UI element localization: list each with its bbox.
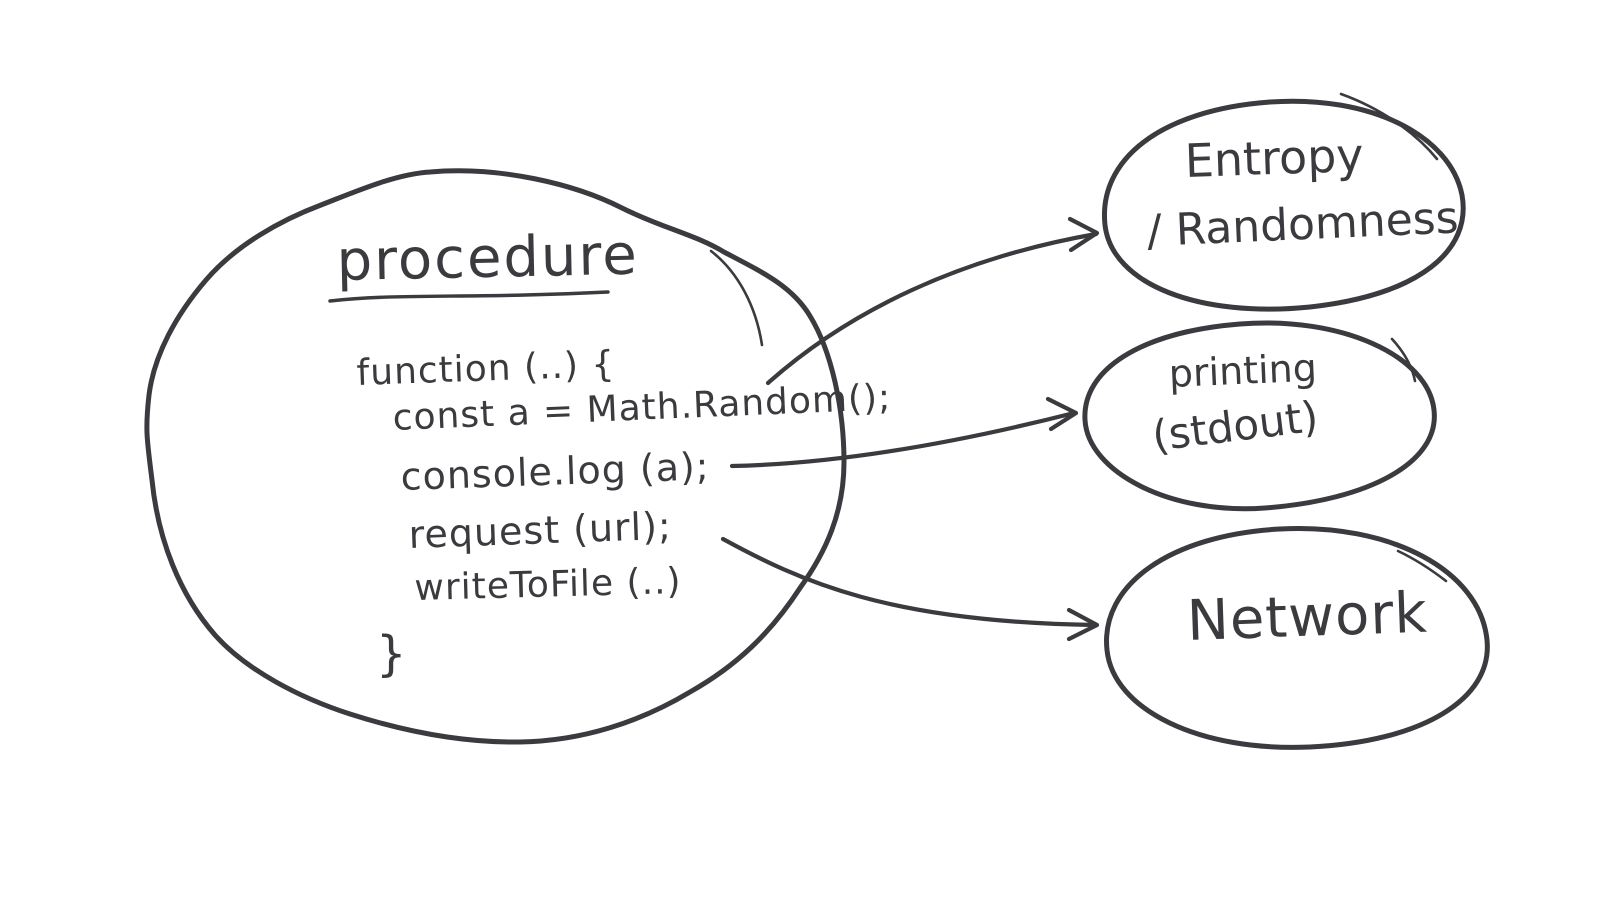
code-line-request-url: request (url); (407, 503, 673, 557)
procedure-blob-outline (144, 168, 847, 745)
entropy-node-label-line1: Entropy (1183, 127, 1365, 188)
network-node-label: Network (1185, 580, 1429, 654)
arrow-to-printing-shaft (729, 410, 1077, 469)
printing-ellipse-outline (1082, 320, 1437, 512)
printing-node-label-line1: printing (1167, 345, 1318, 396)
arrow-to-network-shaft (720, 536, 1098, 628)
arrow-to-printing-head (1045, 396, 1079, 432)
entropy-node-label-line2: / Randomness (1145, 192, 1460, 257)
code-line-function-open: function (..) { (355, 343, 616, 394)
arrow-to-entropy-head (1067, 216, 1100, 253)
entropy-ellipse-outline (1101, 98, 1466, 312)
procedure-blob-overshoot-stroke (709, 249, 764, 347)
code-line-write-to-file: writeToFile (..) (413, 561, 682, 609)
arrow-to-network-head (1066, 607, 1100, 642)
printing-ellipse-overshoot-stroke (1390, 337, 1417, 383)
procedure-title: procedure (335, 222, 640, 294)
network-ellipse-outline (1104, 525, 1490, 750)
procedure-title-underline (328, 290, 610, 303)
entropy-ellipse-overshoot-stroke (1339, 92, 1439, 161)
code-line-console-log: console.log (a); (399, 444, 711, 499)
code-line-closing-brace: } (376, 626, 408, 682)
network-ellipse-overshoot-stroke (1396, 549, 1448, 583)
arrow-to-entropy-shaft (765, 231, 1099, 386)
